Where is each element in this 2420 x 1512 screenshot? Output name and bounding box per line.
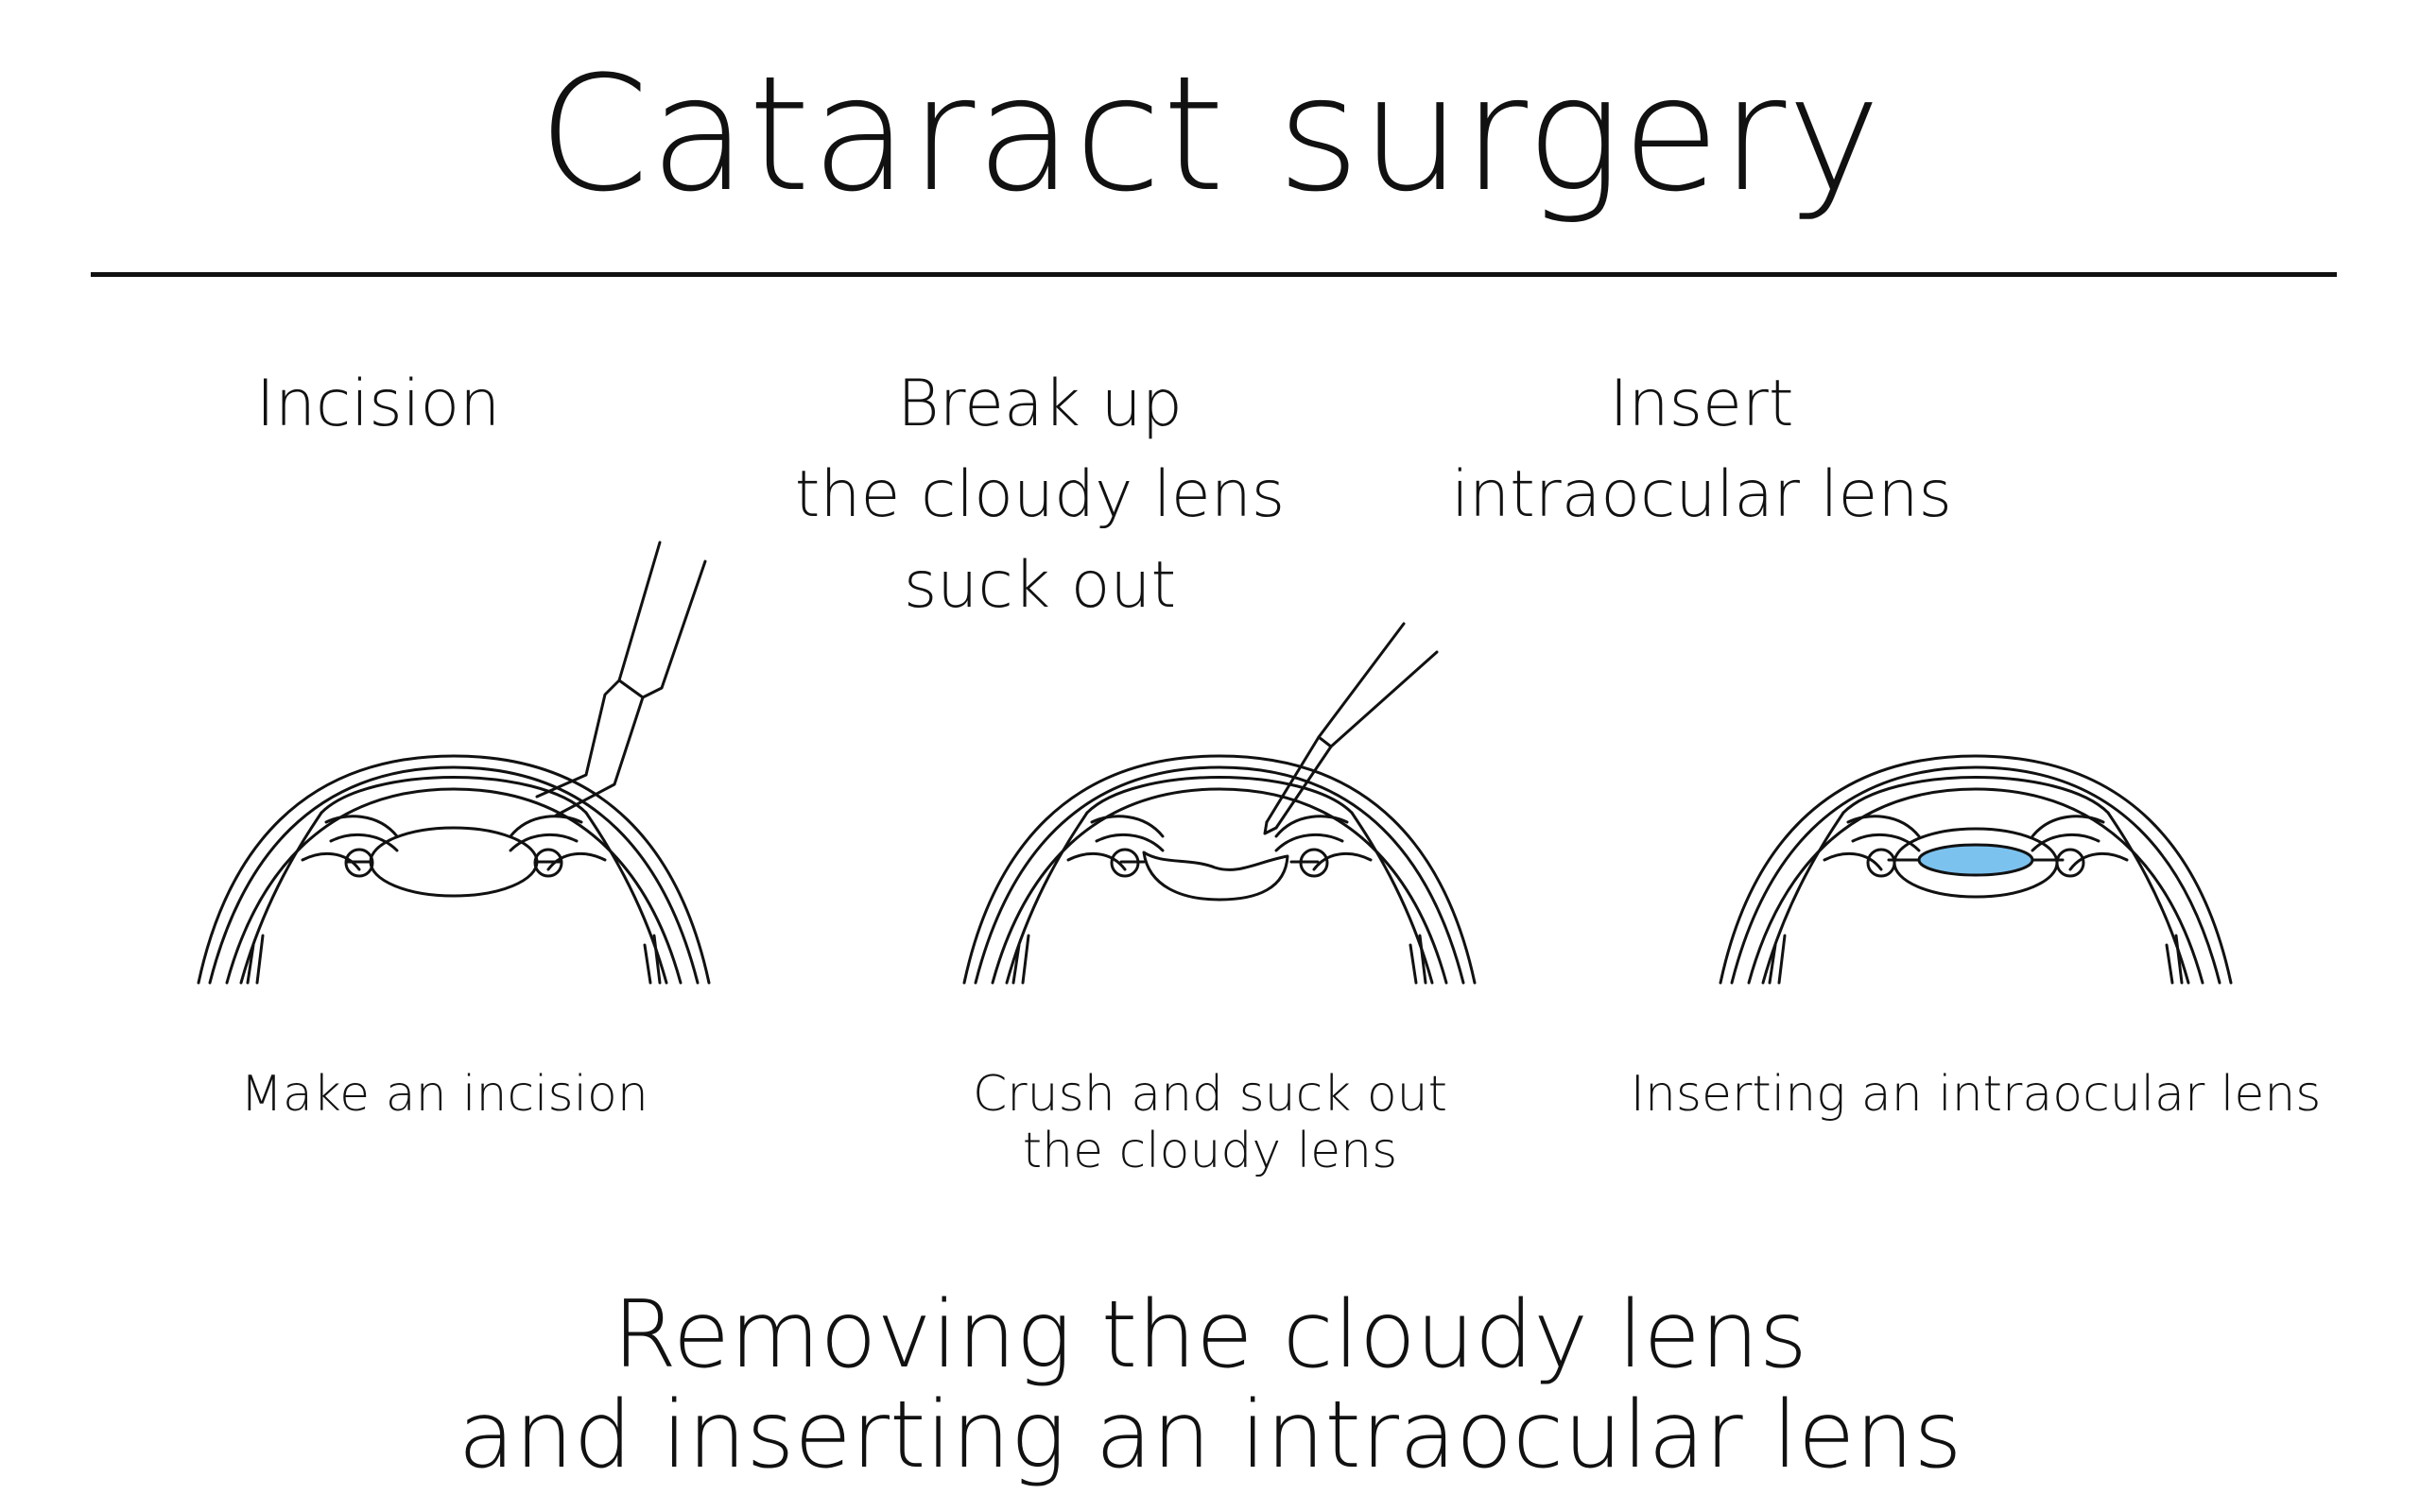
step-3-heading: Insert intraocular lens: [1418, 359, 1985, 541]
eye-phacoemulsification-illustration: [962, 622, 1477, 985]
step-2-caption-line-1: Crush and suck out: [972, 1066, 1448, 1123]
summary-text: Removing the cloudy lens and inserting a…: [0, 1285, 2420, 1486]
summary-line-1: Removing the cloudy lens: [613, 1281, 1807, 1389]
step-2-heading-line-2: the cloudy lens: [794, 457, 1286, 532]
intraocular-lens-shape: [1917, 843, 2034, 877]
scalpel-icon: [535, 541, 707, 817]
step-2-heading-line-3: suck out: [903, 548, 1177, 623]
step-1-caption: Make an incision: [189, 1066, 700, 1123]
page-title: Cataract surgery: [538, 42, 1882, 227]
step-2-caption: Crush and suck out the cloudy lens: [926, 1066, 1494, 1179]
step-1-heading: Incision: [189, 359, 567, 450]
step-2-heading: Break up the cloudy lens suck out: [747, 359, 1333, 631]
eye-incision-illustration: [197, 541, 711, 985]
step-3-caption-line-1: Inserting an intraocular lens: [1630, 1066, 2322, 1123]
step-3-heading-line-2: intraocular lens: [1451, 457, 1952, 532]
summary-line-2: and inserting an intraocular lens: [458, 1382, 1962, 1489]
step-2-caption-line-2: the cloudy lens: [1022, 1123, 1398, 1179]
step-2-heading-line-1: Break up: [897, 367, 1183, 441]
eye-intraocular-lens-illustration: [1719, 754, 2233, 985]
step-3-heading-line-1: Insert: [1609, 367, 1794, 441]
step-1-caption-line-1: Make an incision: [240, 1066, 648, 1123]
title-divider: [91, 272, 2337, 277]
step-1-heading-line-1: Incision: [255, 367, 501, 441]
step-3-caption: Inserting an intraocular lens: [1607, 1066, 2344, 1123]
